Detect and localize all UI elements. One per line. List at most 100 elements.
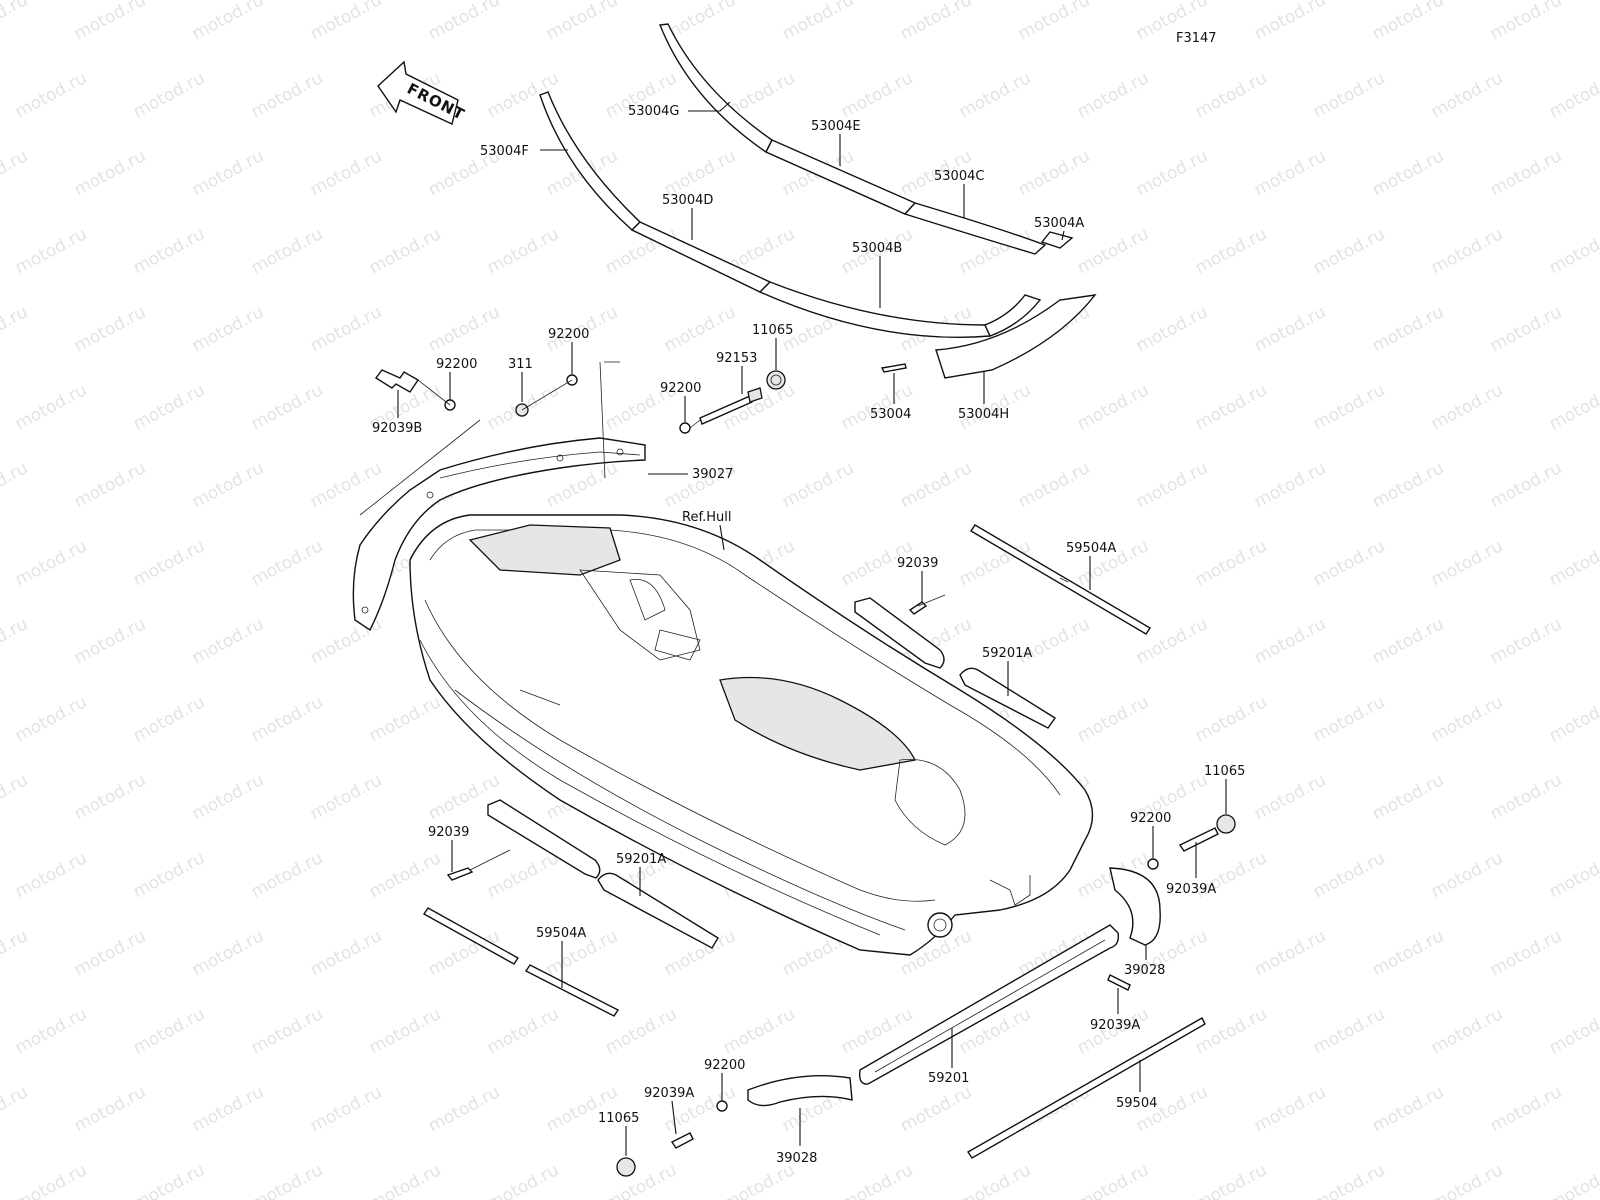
watermark-text: motod.ru	[130, 68, 208, 122]
watermark-text: motod.ru	[602, 1160, 680, 1200]
hull-illustration	[409, 514, 1094, 956]
watermark-text: motod.ru	[12, 536, 90, 590]
left-tubes-lower	[422, 799, 719, 1017]
watermark-text: motod.ru	[1310, 848, 1388, 902]
callout-53004H: 53004H	[958, 372, 1009, 422]
watermark-text: motod.ru	[1428, 692, 1506, 746]
svg-text:39027: 39027	[692, 467, 733, 482]
watermark-text: motod.ru	[189, 770, 267, 824]
watermark-text: motod.ru	[956, 68, 1034, 122]
watermark-text: motod.ru	[543, 0, 621, 44]
watermark-text: motod.ru	[1428, 380, 1506, 434]
watermark-text: motod.ru	[307, 0, 385, 44]
watermark-text: motod.ru	[1428, 1004, 1506, 1058]
svg-text:92200: 92200	[660, 381, 701, 396]
watermark-text: motod.ru	[484, 1004, 562, 1058]
watermark-text: motod.ru	[366, 1160, 444, 1200]
svg-text:39028: 39028	[1124, 963, 1165, 978]
watermark-text: motod.ru	[1074, 380, 1152, 434]
watermark-text: motod.ru	[1310, 1004, 1388, 1058]
callout-11065-right: 11065	[1204, 764, 1245, 814]
watermark-text: motod.ru	[838, 68, 916, 122]
watermark-text: motod.ru	[1133, 458, 1211, 512]
svg-text:92039A: 92039A	[1090, 1018, 1140, 1033]
watermark-text: motod.ru	[71, 926, 149, 980]
watermark-text: motod.ru	[1310, 68, 1388, 122]
svg-text:53004C: 53004C	[934, 169, 984, 184]
watermark-text: motod.ru	[1369, 458, 1447, 512]
watermark-text: motod.ru	[189, 146, 267, 200]
watermark-text: motod.ru	[1192, 536, 1270, 590]
watermark-text: motod.ru	[1546, 692, 1600, 746]
watermark-text: motod.ru	[779, 458, 857, 512]
watermark-text: motod.ru	[484, 224, 562, 278]
watermark-text: motod.ru	[307, 926, 385, 980]
callout-11065-top: 11065	[752, 323, 793, 370]
watermark-text: motod.ru	[543, 1082, 621, 1136]
watermark-text: motod.ru	[248, 536, 326, 590]
watermark-text: motod.ru	[1192, 380, 1270, 434]
watermark-text: motod.ru	[1251, 926, 1329, 980]
svg-text:92039: 92039	[428, 825, 469, 840]
watermark-text: motod.ru	[0, 146, 31, 200]
svg-text:59504A: 59504A	[536, 926, 586, 941]
watermark-text: motod.ru	[1369, 770, 1447, 824]
watermark-text: motod.ru	[0, 0, 31, 44]
watermark-text: motod.ru	[189, 614, 267, 668]
svg-text:53004H: 53004H	[958, 407, 1009, 422]
watermark-text: motod.ru	[484, 1160, 562, 1200]
callout-59504A-left: 59504A	[536, 926, 586, 988]
watermark-text: motod.ru	[189, 302, 267, 356]
watermark-text: motod.ru	[1487, 770, 1565, 824]
watermark-text: motod.ru	[12, 380, 90, 434]
watermark-text: motod.ru	[12, 848, 90, 902]
watermark-text: motod.ru	[1428, 224, 1506, 278]
svg-text:92200: 92200	[704, 1058, 745, 1073]
watermark-text: motod.ru	[248, 848, 326, 902]
callout-53004C: 53004C	[934, 169, 984, 218]
watermark-text: motod.ru	[1310, 380, 1388, 434]
watermark-text: motod.ru	[1369, 146, 1447, 200]
watermark-text: motod.ru	[720, 1160, 798, 1200]
watermark-text: motod.ru	[1487, 1082, 1565, 1136]
svg-text:11065: 11065	[598, 1111, 639, 1126]
watermark-text: motod.ru	[1428, 848, 1506, 902]
callout-59504A-right: 59504A	[1066, 541, 1116, 590]
svg-text:39028: 39028	[776, 1151, 817, 1166]
callout-92200-right: 92200	[1130, 811, 1171, 858]
sponson-39027	[352, 437, 646, 632]
watermark-text: motod.ru	[661, 302, 739, 356]
watermark-text: motod.ru	[1369, 302, 1447, 356]
mat-set-illustration	[539, 23, 1097, 379]
callout-92200-top: 92200	[548, 327, 589, 374]
watermark-text: motod.ru	[1546, 68, 1600, 122]
watermark-text: motod.ru	[1192, 224, 1270, 278]
svg-text:53004G: 53004G	[628, 104, 679, 119]
svg-text:53004F: 53004F	[480, 144, 529, 159]
watermark-text: motod.ru	[189, 1082, 267, 1136]
watermark-text: motod.ru	[12, 1004, 90, 1058]
svg-text:92039A: 92039A	[644, 1086, 694, 1101]
watermark-text: motod.ru	[366, 848, 444, 902]
watermark-text: motod.ru	[1487, 146, 1565, 200]
watermark-text: motod.ru	[1251, 146, 1329, 200]
watermark-text: motod.ru	[130, 1160, 208, 1200]
watermark-text: motod.ru	[130, 380, 208, 434]
watermark-text: motod.ru	[1428, 1160, 1506, 1200]
watermark-text: motod.ru	[1251, 1082, 1329, 1136]
watermark-text: motod.ru	[720, 1004, 798, 1058]
watermark-text: motod.ru	[0, 302, 31, 356]
watermark-text: motod.ru	[130, 224, 208, 278]
watermark-text: motod.ru	[1310, 224, 1388, 278]
watermark-text: motod.ru	[1487, 302, 1565, 356]
watermark-text: motod.ru	[1192, 1004, 1270, 1058]
watermark-text: motod.ru	[1251, 770, 1329, 824]
watermark-text: motod.ru	[366, 1004, 444, 1058]
callout-59201: 59201	[928, 1028, 969, 1086]
svg-text:53004E: 53004E	[811, 119, 861, 134]
svg-text:92153: 92153	[716, 351, 757, 366]
svg-text:92039: 92039	[897, 556, 938, 571]
callout-92039A-right: 92039A	[1166, 842, 1216, 897]
callout-92039A-bottom: 92039A	[644, 1086, 694, 1135]
watermark-text: motod.ru	[248, 224, 326, 278]
